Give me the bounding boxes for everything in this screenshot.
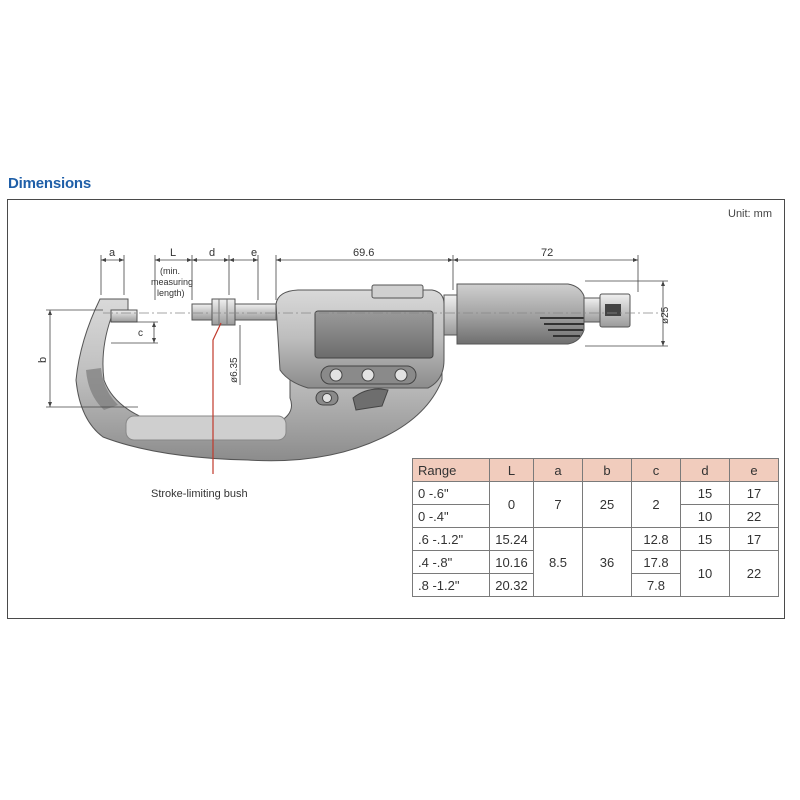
cell-b: 36 [582,527,632,597]
cell-e: 22 [729,550,779,597]
cell-d: 15 [680,527,730,551]
micrometer-drawing: a L (min. measuring length) d e 69.6 72 … [37,247,671,500]
button-4-icon [322,393,332,403]
frame-inner-recess [86,368,118,410]
ratchet [583,297,601,323]
label-min-1: (min. [160,266,180,276]
thimble-knurl [540,317,584,337]
table-row: .8 -1.2" 20.32 7.8 [412,573,779,597]
sleeve [443,294,458,336]
cell-range: .6 -.1.2" [412,527,490,551]
th-a: a [533,458,583,482]
label-stroke-limiting-bush: Stroke-limiting bush [151,488,248,500]
label-72: 72 [541,247,553,259]
table-row: 0 -.6" 0 7 25 2 15 17 [412,481,779,528]
cell-b: 25 [582,481,632,528]
th-d: d [680,458,730,482]
th-L: L [489,458,534,482]
cell-c: 17.8 [631,550,681,574]
stroke-limiting-bush [211,298,236,326]
label-b: b [37,357,49,363]
spindle-tip [191,303,213,321]
ratchet-slot [605,304,621,316]
button-2-icon [361,368,375,382]
cell-range: .8 -1.2" [412,573,490,597]
label-a: a [109,247,116,259]
cell-L: 15.24 [489,527,534,551]
cell-range: 0 -.4" [412,504,490,528]
label-phi-25: ø25 [660,306,671,324]
spindle-sleeve [234,303,277,321]
th-c: c [631,458,681,482]
cell-a: 8.5 [533,527,583,597]
cell-range: .4 -.8" [412,550,490,574]
label-min-2: measuring [151,277,193,287]
button-1-icon [329,368,343,382]
cell-a: 7 [533,481,583,528]
dimensions-panel: Unit: mm [7,199,785,619]
label-d: d [209,247,215,259]
cell-range: 0 -.6" [412,481,490,505]
cell-d: 15 [680,481,730,505]
cell-c: 2 [631,481,681,528]
display-top-cap [371,284,424,299]
dimensions-table: Range L a b c d e 0 -.6" 0 7 25 2 15 17 … [412,458,779,597]
cell-c: 7.8 [631,573,681,597]
label-min-3: length) [157,288,185,298]
th-b: b [582,458,632,482]
label-c: c [138,328,143,339]
cell-L: 10.16 [489,550,534,574]
cell-d: 10 [680,550,730,597]
page-title: Dimensions [8,175,92,192]
th-e: e [729,458,779,482]
cell-e: 22 [729,504,779,528]
cell-L: 20.32 [489,573,534,597]
button-3-icon [394,368,408,382]
cell-e: 17 [729,481,779,505]
cell-e: 17 [729,527,779,551]
label-e: e [251,247,257,259]
frame-grip [125,415,287,441]
unit-label: Unit: mm [728,208,772,220]
label-69-6: 69.6 [353,247,374,259]
bush-pointer [212,322,222,474]
cell-c: 12.8 [631,527,681,551]
table-row: .6 -.1.2" 15.24 8.5 36 12.8 15 17 [412,527,779,597]
label-L: L [170,247,176,259]
table-header-row: Range L a b c d e [412,458,779,482]
lock-lever [352,388,389,411]
cell-d: 10 [680,504,730,528]
dimension-arrows [48,258,665,407]
th-range: Range [412,458,490,482]
label-phi-6-35: ø6.35 [229,357,240,383]
lcd-screen [314,310,434,359]
cell-L: 0 [489,481,534,528]
anvil [110,309,138,323]
